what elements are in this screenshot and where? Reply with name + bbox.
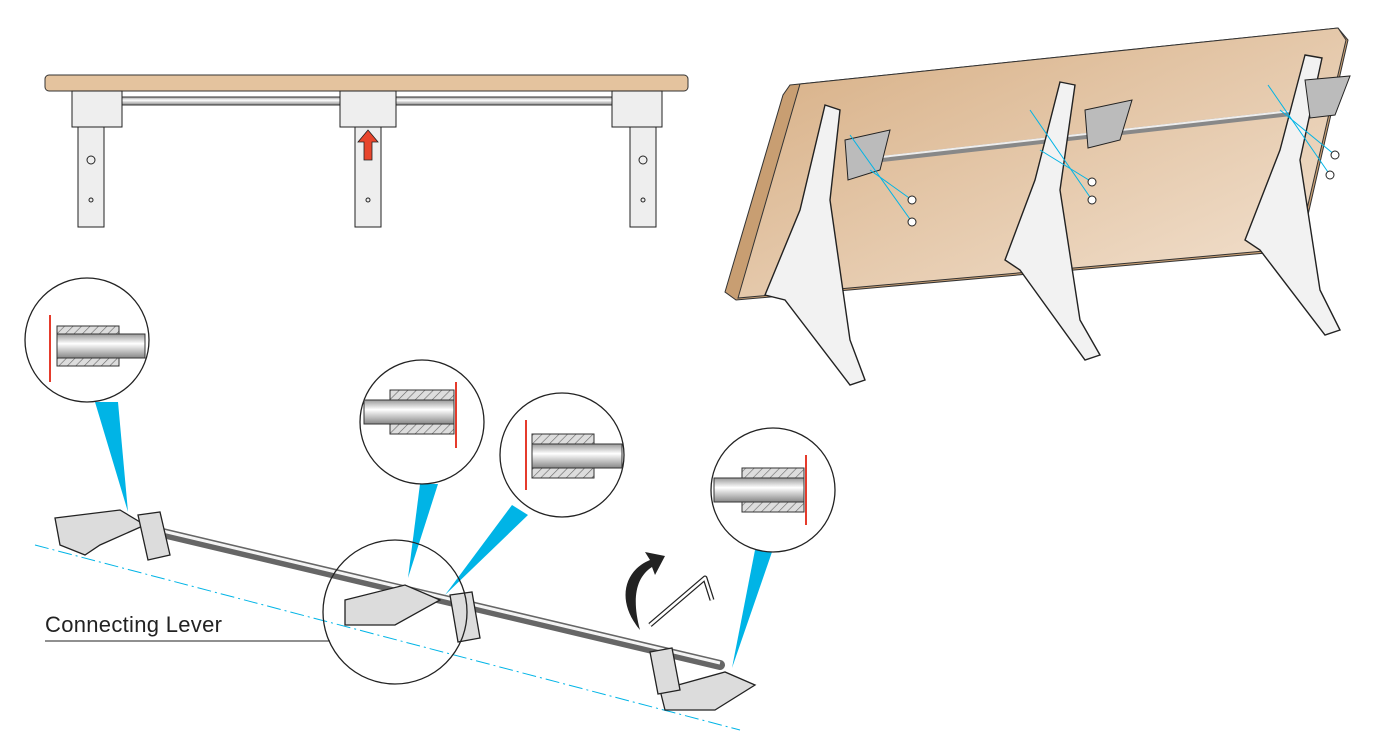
leg-perspective-center <box>1004 81 1102 361</box>
detail-circle-2 <box>359 359 485 485</box>
connecting-rod-perspective <box>854 109 1301 165</box>
perspective-table <box>724 27 1351 386</box>
bracket-plate-right <box>1304 75 1351 119</box>
bracket-center <box>344 584 442 626</box>
bracket-right <box>659 671 757 711</box>
detail-circle-4 <box>710 427 836 553</box>
alignment-centerline <box>34 544 741 731</box>
bracket-plate-left <box>844 129 891 181</box>
rotate-arrow-icon <box>625 552 665 630</box>
detail-circle-3 <box>499 392 625 518</box>
leg-front-left <box>71 90 123 228</box>
tabletop-front <box>44 74 689 92</box>
lever-assembly <box>24 277 836 731</box>
hinge-right <box>649 647 681 695</box>
bracket-plate-center <box>1084 99 1133 149</box>
leg-front-right <box>611 90 663 228</box>
screws <box>849 84 1340 227</box>
hinge-center <box>449 591 481 643</box>
up-arrow-icon <box>357 129 379 161</box>
callout-pointers <box>95 402 772 668</box>
detail-circle-1 <box>24 277 150 403</box>
bracket-left <box>54 509 147 556</box>
connecting-lever-label: Connecting Lever <box>45 612 223 637</box>
leg-perspective-left <box>764 104 866 386</box>
magnifier-circle-center <box>322 539 468 685</box>
front-view-table <box>44 74 689 228</box>
hinge-left <box>137 511 171 561</box>
